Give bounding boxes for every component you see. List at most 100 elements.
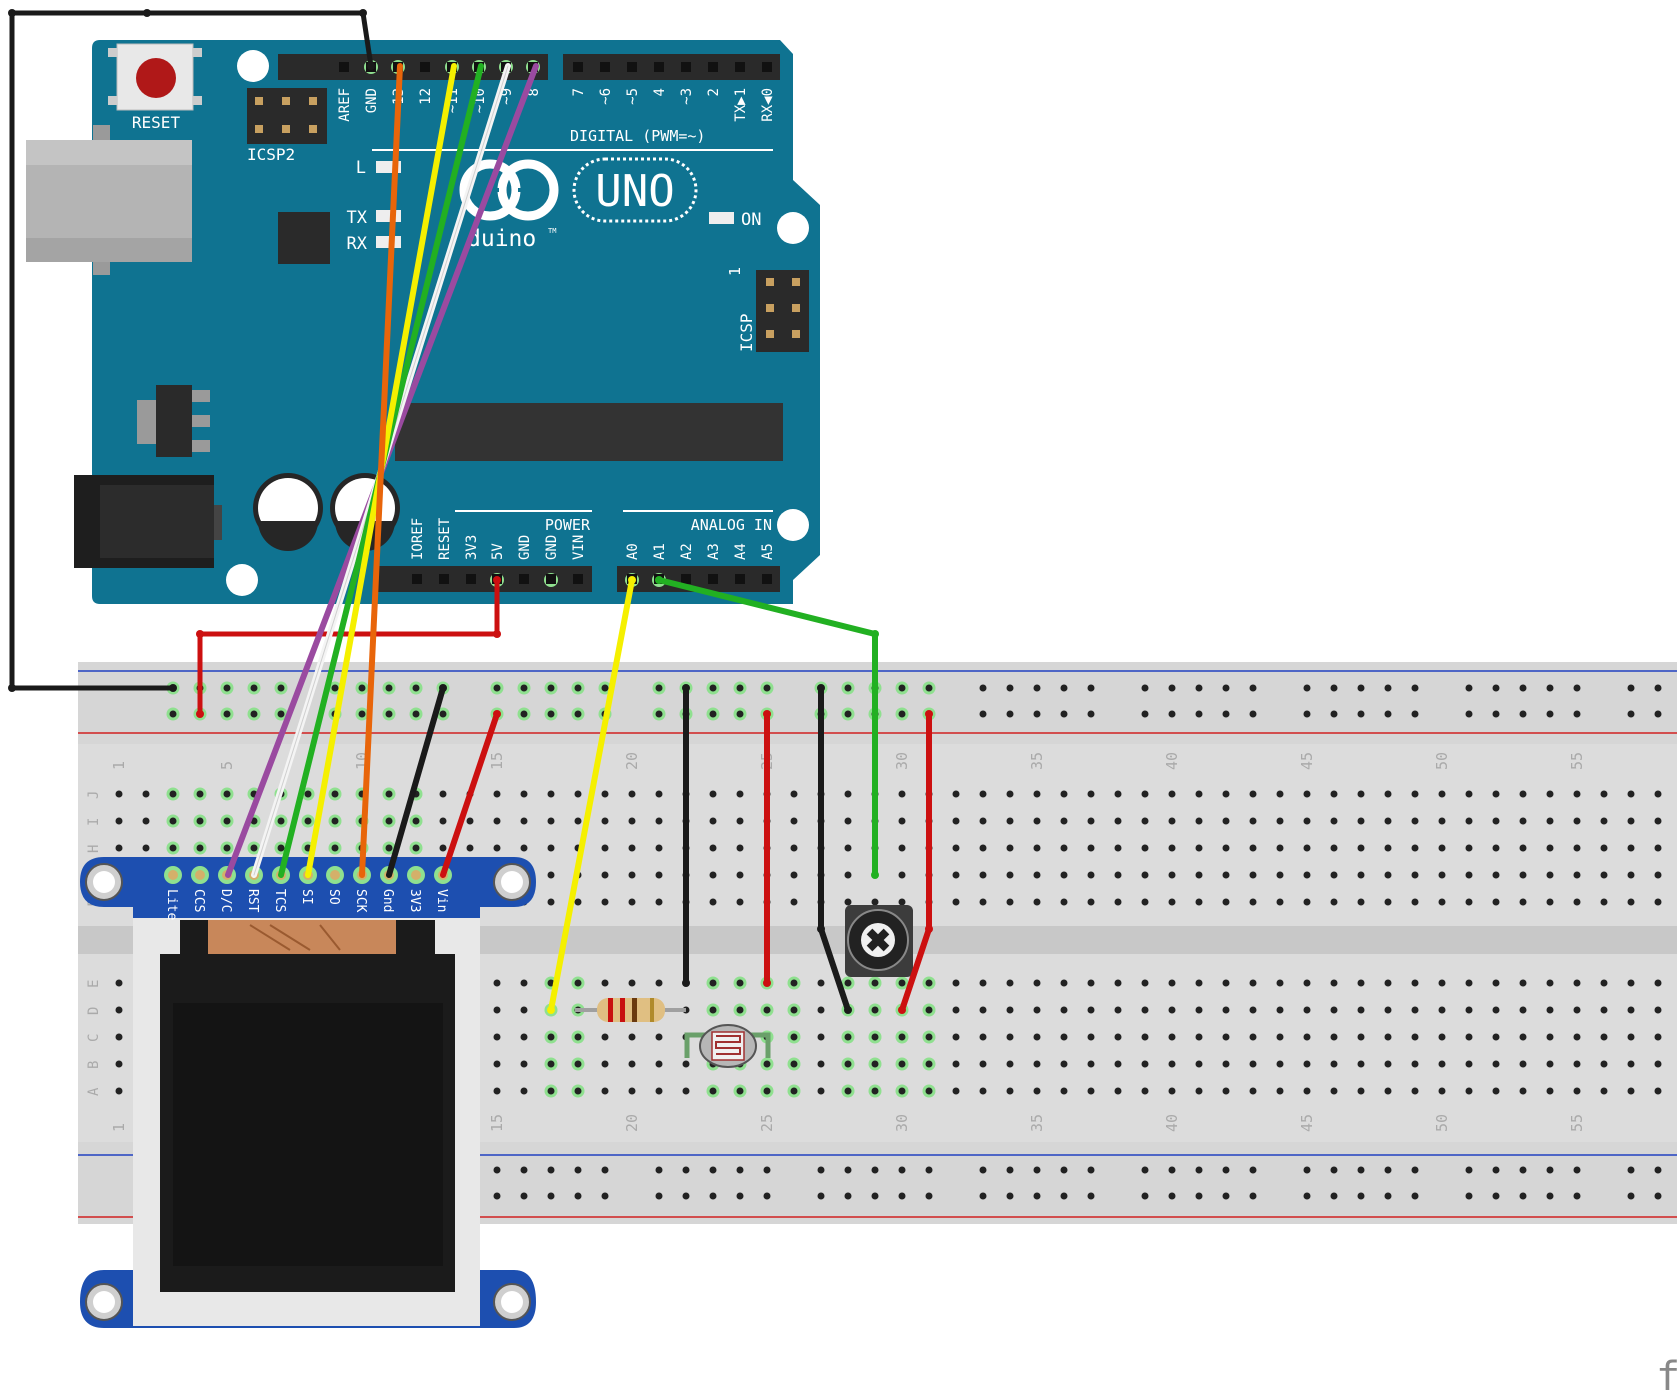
wire-end bbox=[871, 871, 879, 879]
breadboard-hole bbox=[574, 1087, 582, 1095]
breadboard-hole bbox=[1465, 898, 1473, 906]
breadboard-hole bbox=[898, 844, 906, 852]
breadboard-hole bbox=[1141, 898, 1149, 906]
rail-hole bbox=[1411, 684, 1419, 692]
breadboard-hole bbox=[709, 1006, 717, 1014]
rail-hole bbox=[547, 1192, 555, 1200]
digital-pin-label: 2 bbox=[706, 88, 722, 96]
breadboard-hole bbox=[952, 898, 960, 906]
breadboard-hole bbox=[493, 1033, 501, 1041]
breadboard-hole bbox=[1303, 790, 1311, 798]
rail-hole bbox=[682, 1192, 690, 1200]
breadboard-hole bbox=[790, 1033, 798, 1041]
breadboard-hole bbox=[628, 817, 636, 825]
breadboard-hole bbox=[1303, 1060, 1311, 1068]
tft-pin-label: SCK bbox=[353, 889, 368, 913]
breadboard-hole bbox=[655, 1060, 663, 1068]
rail-hole bbox=[736, 684, 744, 692]
rail-hole bbox=[439, 710, 447, 718]
breadboard-hole bbox=[169, 790, 177, 798]
breadboard-hole bbox=[520, 790, 528, 798]
breadboard-hole bbox=[655, 1033, 663, 1041]
breadboard-hole bbox=[736, 1006, 744, 1014]
breadboard-hole bbox=[439, 844, 447, 852]
breadboard-hole bbox=[1195, 1033, 1203, 1041]
potentiometer[interactable] bbox=[845, 905, 913, 977]
wire-yellow-a0 bbox=[548, 577, 635, 1013]
breadboard-hole bbox=[871, 898, 879, 906]
rail-hole bbox=[277, 684, 285, 692]
led-rx-label: RX bbox=[347, 234, 368, 254]
breadboard-hole bbox=[979, 1006, 987, 1014]
rail-hole bbox=[1492, 684, 1500, 692]
breadboard-hole bbox=[1519, 898, 1527, 906]
breadboard-hole bbox=[655, 898, 663, 906]
breadboard-hole bbox=[1168, 898, 1176, 906]
analog-pin-label: A4 bbox=[733, 543, 749, 560]
breadboard-hole bbox=[1114, 1006, 1122, 1014]
breadboard-hole bbox=[385, 817, 393, 825]
row-letter: H bbox=[86, 845, 102, 853]
breadboard-hole bbox=[1411, 871, 1419, 879]
rail-hole bbox=[1249, 1166, 1257, 1174]
capacitor bbox=[253, 473, 323, 551]
breadboard-hole bbox=[1519, 979, 1527, 987]
breadboard-hole bbox=[1438, 790, 1446, 798]
rail-hole bbox=[1465, 710, 1473, 718]
breadboard-hole bbox=[979, 979, 987, 987]
breadboard-hole bbox=[1546, 844, 1554, 852]
breadboard-hole bbox=[952, 790, 960, 798]
breadboard-hole bbox=[277, 817, 285, 825]
breadboard-hole bbox=[1411, 979, 1419, 987]
breadboard-hole bbox=[1546, 817, 1554, 825]
rail-hole bbox=[898, 1166, 906, 1174]
tft-pin-label: SI bbox=[299, 889, 314, 905]
breadboard-hole bbox=[601, 1060, 609, 1068]
breadboard-hole bbox=[574, 1060, 582, 1068]
tft-pin-label: Gnd bbox=[380, 889, 395, 912]
breadboard-hole bbox=[1087, 790, 1095, 798]
breadboard-hole bbox=[1195, 871, 1203, 879]
breadboard-hole bbox=[520, 1060, 528, 1068]
wire-black-tft-gnd bbox=[386, 685, 446, 878]
breadboard-hole bbox=[1168, 844, 1176, 852]
breadboard-hole bbox=[115, 979, 123, 987]
rail-hole bbox=[1519, 1166, 1527, 1174]
breadboard-hole bbox=[925, 1060, 933, 1068]
breadboard-hole bbox=[1600, 871, 1608, 879]
wire-end bbox=[196, 710, 204, 718]
digital-pin-label: TX▶1 bbox=[733, 88, 749, 122]
wire-orange-sck bbox=[359, 63, 403, 878]
breadboard-hole bbox=[817, 979, 825, 987]
breadboard-hole bbox=[1276, 790, 1284, 798]
reset-button[interactable] bbox=[108, 43, 202, 111]
breadboard-hole bbox=[1546, 1006, 1554, 1014]
breadboard-hole bbox=[1276, 1087, 1284, 1095]
breadboard-hole bbox=[1438, 871, 1446, 879]
breadboard-hole bbox=[1330, 1006, 1338, 1014]
breadboard-hole bbox=[898, 1033, 906, 1041]
breadboard-hole bbox=[1600, 790, 1608, 798]
rail-hole bbox=[574, 710, 582, 718]
breadboard-hole bbox=[547, 790, 555, 798]
column-number: 40 bbox=[1163, 752, 1181, 770]
rail-hole bbox=[1006, 1192, 1014, 1200]
icsp-pin bbox=[766, 304, 774, 312]
breadboard-hole bbox=[1033, 1087, 1041, 1095]
breadboard-hole bbox=[1411, 817, 1419, 825]
dc-power-jack bbox=[74, 475, 222, 568]
breadboard-hole bbox=[1303, 817, 1311, 825]
rail-hole bbox=[1195, 710, 1203, 718]
analog-section-label: ANALOG IN bbox=[691, 516, 772, 534]
breadboard-hole bbox=[493, 979, 501, 987]
breadboard-hole bbox=[250, 844, 258, 852]
breadboard-hole bbox=[952, 1060, 960, 1068]
breadboard-hole bbox=[709, 979, 717, 987]
breadboard-hole bbox=[952, 1087, 960, 1095]
tft-pin-label: Vin bbox=[434, 889, 449, 912]
wire-end bbox=[8, 684, 16, 692]
wire-end bbox=[682, 684, 690, 692]
rail-hole bbox=[574, 684, 582, 692]
rail-hole bbox=[709, 710, 717, 718]
breadboard-hole bbox=[1546, 790, 1554, 798]
